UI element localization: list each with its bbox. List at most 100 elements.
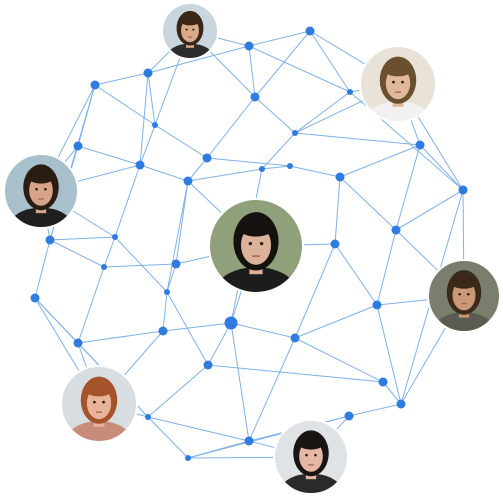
network-node (164, 289, 170, 295)
network-edge (294, 337, 384, 383)
network-edge (166, 291, 209, 366)
network-edge (147, 45, 250, 74)
network-edge (294, 91, 351, 134)
network-edge (77, 330, 164, 344)
network-node (396, 399, 406, 409)
network-node (135, 160, 145, 170)
network-edge (248, 45, 256, 98)
network-node (203, 360, 213, 370)
network-edge (207, 322, 232, 366)
network-edge (114, 164, 141, 238)
network-node (45, 235, 55, 245)
network-edge (166, 263, 177, 293)
network-node (73, 141, 83, 151)
network-node (158, 326, 168, 336)
network-node (330, 239, 340, 249)
network-edge (175, 180, 189, 265)
network-edge (154, 124, 208, 159)
network-edge (206, 96, 256, 159)
avatar-center[interactable] (208, 198, 304, 314)
network-node (73, 338, 83, 348)
network-edge (261, 132, 296, 170)
network-node (250, 92, 260, 102)
network-edge (294, 243, 336, 339)
network-edge (139, 72, 149, 166)
network-edge (94, 72, 149, 86)
network-edge (103, 236, 116, 268)
network-node (145, 414, 151, 420)
network-node (152, 122, 158, 128)
network-node (143, 68, 153, 78)
network-edge (77, 266, 105, 344)
network-node (183, 176, 193, 186)
network-node (292, 130, 298, 136)
network-edge (94, 84, 156, 126)
network-edge (294, 132, 421, 146)
avatar-top-right[interactable] (359, 45, 437, 139)
network-edge (49, 236, 116, 241)
network-node (415, 140, 425, 150)
network-node (224, 316, 238, 330)
network-node (244, 436, 254, 446)
network-edge (289, 165, 341, 178)
network-node (90, 80, 100, 90)
network-edge (162, 291, 168, 332)
network-edge (34, 239, 51, 299)
avatar-right[interactable] (427, 259, 501, 348)
network-edge (147, 416, 189, 459)
network-node (259, 166, 265, 172)
network-edge (395, 189, 464, 231)
network-edge (147, 72, 156, 126)
network-node (378, 377, 388, 387)
network-node (290, 333, 300, 343)
network-edge (207, 364, 384, 383)
network-edge (248, 45, 351, 93)
network-edge (309, 30, 351, 93)
network-edge (230, 322, 296, 339)
network-edge (248, 337, 296, 442)
network-node (344, 411, 354, 421)
network-edge (382, 381, 402, 405)
network-node (112, 234, 118, 240)
network-edge (339, 176, 397, 231)
network-edge (77, 145, 141, 166)
network-edge (103, 263, 177, 268)
network-edge (334, 243, 378, 306)
network-edge (294, 304, 378, 339)
network-node (171, 259, 181, 269)
network-edge (248, 30, 311, 47)
network-node (305, 26, 315, 36)
network-edge (162, 322, 232, 332)
network-node (287, 163, 293, 169)
network-edge (339, 144, 421, 178)
network-node (185, 455, 191, 461)
network-edge (395, 144, 421, 231)
network-node (30, 293, 40, 303)
network-edge (419, 144, 464, 191)
network-edge (206, 157, 291, 167)
network-edge (139, 124, 156, 166)
network-edge (147, 364, 209, 418)
network-node (335, 172, 345, 182)
network-edge (254, 30, 311, 98)
network-edge (166, 180, 189, 293)
network-edge (114, 236, 168, 293)
network-edge (139, 164, 189, 182)
network-edge (187, 168, 263, 182)
network-node (101, 264, 107, 270)
avatar-top[interactable] (161, 2, 219, 72)
avatar-bottom-left[interactable] (60, 365, 138, 459)
network-node (244, 41, 254, 51)
network-edge (261, 165, 291, 170)
network-edge (334, 176, 341, 245)
avatar-bottom[interactable] (273, 419, 349, 497)
network-node (202, 153, 212, 163)
network-node (391, 225, 401, 235)
network-node (347, 89, 353, 95)
network-edge (230, 322, 250, 442)
network-edge (376, 229, 397, 306)
network-edge (49, 239, 105, 268)
avatar-left[interactable] (3, 153, 79, 245)
network-edge (147, 416, 250, 442)
